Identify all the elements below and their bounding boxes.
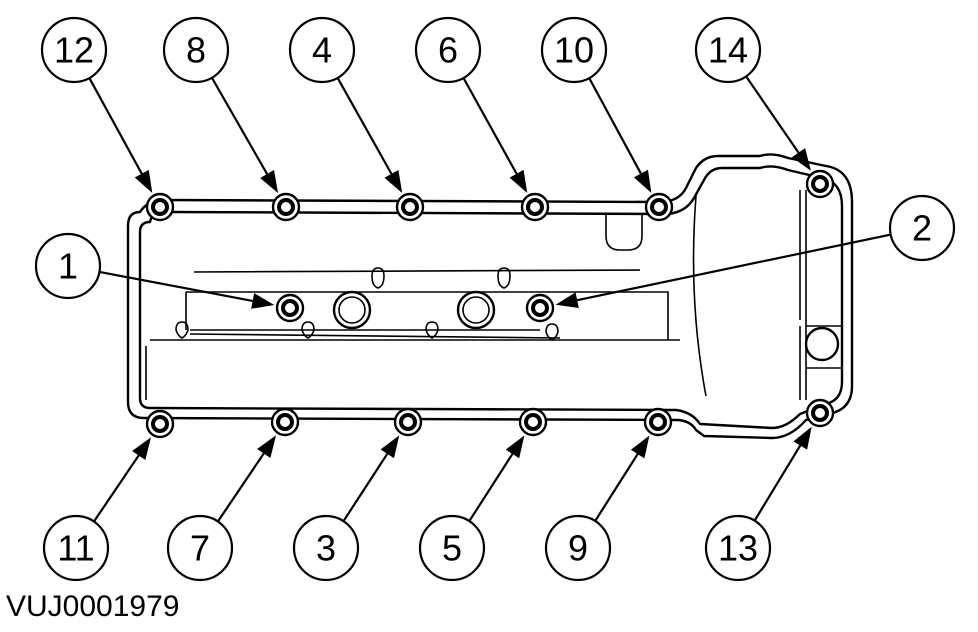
bolt-14 xyxy=(805,169,835,199)
callout-11: 11 xyxy=(42,514,110,582)
arrowhead-6 xyxy=(509,169,528,194)
arrowhead-5 xyxy=(505,435,525,459)
callout-12-label: 12 xyxy=(54,30,94,71)
cover-middle-rail xyxy=(189,329,561,339)
cover-top-notch xyxy=(605,214,643,251)
bolt-13 xyxy=(805,398,835,428)
callout-5-label: 5 xyxy=(442,528,462,569)
leader-11 xyxy=(93,437,152,523)
arrowhead-13 xyxy=(793,426,812,450)
bolt-2 xyxy=(525,293,555,323)
arrowhead-8 xyxy=(260,170,279,194)
callout-7: 7 xyxy=(166,514,234,582)
arrowhead-11 xyxy=(132,437,152,460)
cover-bolts xyxy=(145,169,835,439)
callout-2-label: 2 xyxy=(912,208,932,249)
callout-14: 14 xyxy=(694,16,762,84)
callout-3-label: 3 xyxy=(316,528,336,569)
callout-leaders xyxy=(88,75,891,523)
callout-3: 3 xyxy=(292,514,360,582)
arrowhead-12 xyxy=(134,169,153,193)
cover-outer-edge xyxy=(126,153,854,440)
breather-boss xyxy=(804,325,843,369)
leader-5 xyxy=(468,435,525,522)
figure-reference-code: VUJ0001979 xyxy=(6,590,180,623)
cover-end-ridge xyxy=(799,190,807,400)
leader-6 xyxy=(462,77,528,194)
leader-1 xyxy=(99,270,275,309)
bolt-12 xyxy=(145,192,175,222)
arrowhead-3 xyxy=(380,435,400,459)
bolt-7 xyxy=(270,407,300,437)
callout-5: 5 xyxy=(418,514,486,582)
callout-2: 2 xyxy=(888,194,956,262)
arrowhead-9 xyxy=(630,435,650,459)
bolt-8 xyxy=(271,192,301,222)
arrowhead-14 xyxy=(791,148,811,171)
callout-4-label: 4 xyxy=(312,30,332,71)
callout-4: 4 xyxy=(288,16,356,84)
cam-cover-outline xyxy=(126,153,854,440)
leader-3 xyxy=(342,435,400,522)
cover-inner-wall xyxy=(692,195,707,397)
callout-1-label: 1 xyxy=(58,246,78,287)
callout-13-label: 13 xyxy=(718,528,758,569)
arrowhead-4 xyxy=(384,169,403,194)
bolt-3 xyxy=(393,407,423,437)
leader-7 xyxy=(216,435,277,523)
callout-8: 8 xyxy=(162,16,230,84)
bolt-10 xyxy=(644,192,674,222)
callout-9-label: 9 xyxy=(568,528,588,569)
bolt-5 xyxy=(518,407,548,437)
callout-10: 10 xyxy=(540,16,608,84)
bolt-1 xyxy=(275,293,305,323)
callout-6: 6 xyxy=(414,16,482,84)
leader-10 xyxy=(588,77,652,193)
callout-14-label: 14 xyxy=(708,30,748,71)
arrowhead-7 xyxy=(257,435,277,458)
bolt-6 xyxy=(520,192,550,222)
callout-13: 13 xyxy=(704,514,772,582)
callout-8-label: 8 xyxy=(186,30,206,71)
callout-1: 1 xyxy=(34,232,102,300)
arrowhead-10 xyxy=(633,169,652,193)
leader-14 xyxy=(745,75,811,171)
leader-8 xyxy=(210,77,279,194)
rail-bosses xyxy=(175,267,559,341)
bolt-sequence-callouts: 1 2 3 4 5 6 7 8 9 10 11 xyxy=(34,16,956,582)
leader-4 xyxy=(336,77,403,194)
callout-12: 12 xyxy=(40,16,108,84)
bolt-4 xyxy=(395,192,425,222)
leader-9 xyxy=(594,435,650,522)
leader-2 xyxy=(555,233,891,309)
leader-13 xyxy=(753,426,812,522)
callout-6-label: 6 xyxy=(438,30,458,71)
callout-9: 9 xyxy=(544,514,612,582)
callout-11-label: 11 xyxy=(57,528,94,569)
bolt-9 xyxy=(643,407,673,437)
arrowhead-2 xyxy=(555,292,579,309)
arrowhead-1 xyxy=(251,293,275,309)
leader-12 xyxy=(88,77,153,193)
cover-lower-rail xyxy=(145,292,680,400)
bolt-11 xyxy=(145,409,175,439)
callout-10-label: 10 xyxy=(554,30,594,71)
cover-inner-edge xyxy=(138,165,844,430)
plug-well-rings xyxy=(332,290,496,330)
callout-7-label: 7 xyxy=(190,528,210,569)
